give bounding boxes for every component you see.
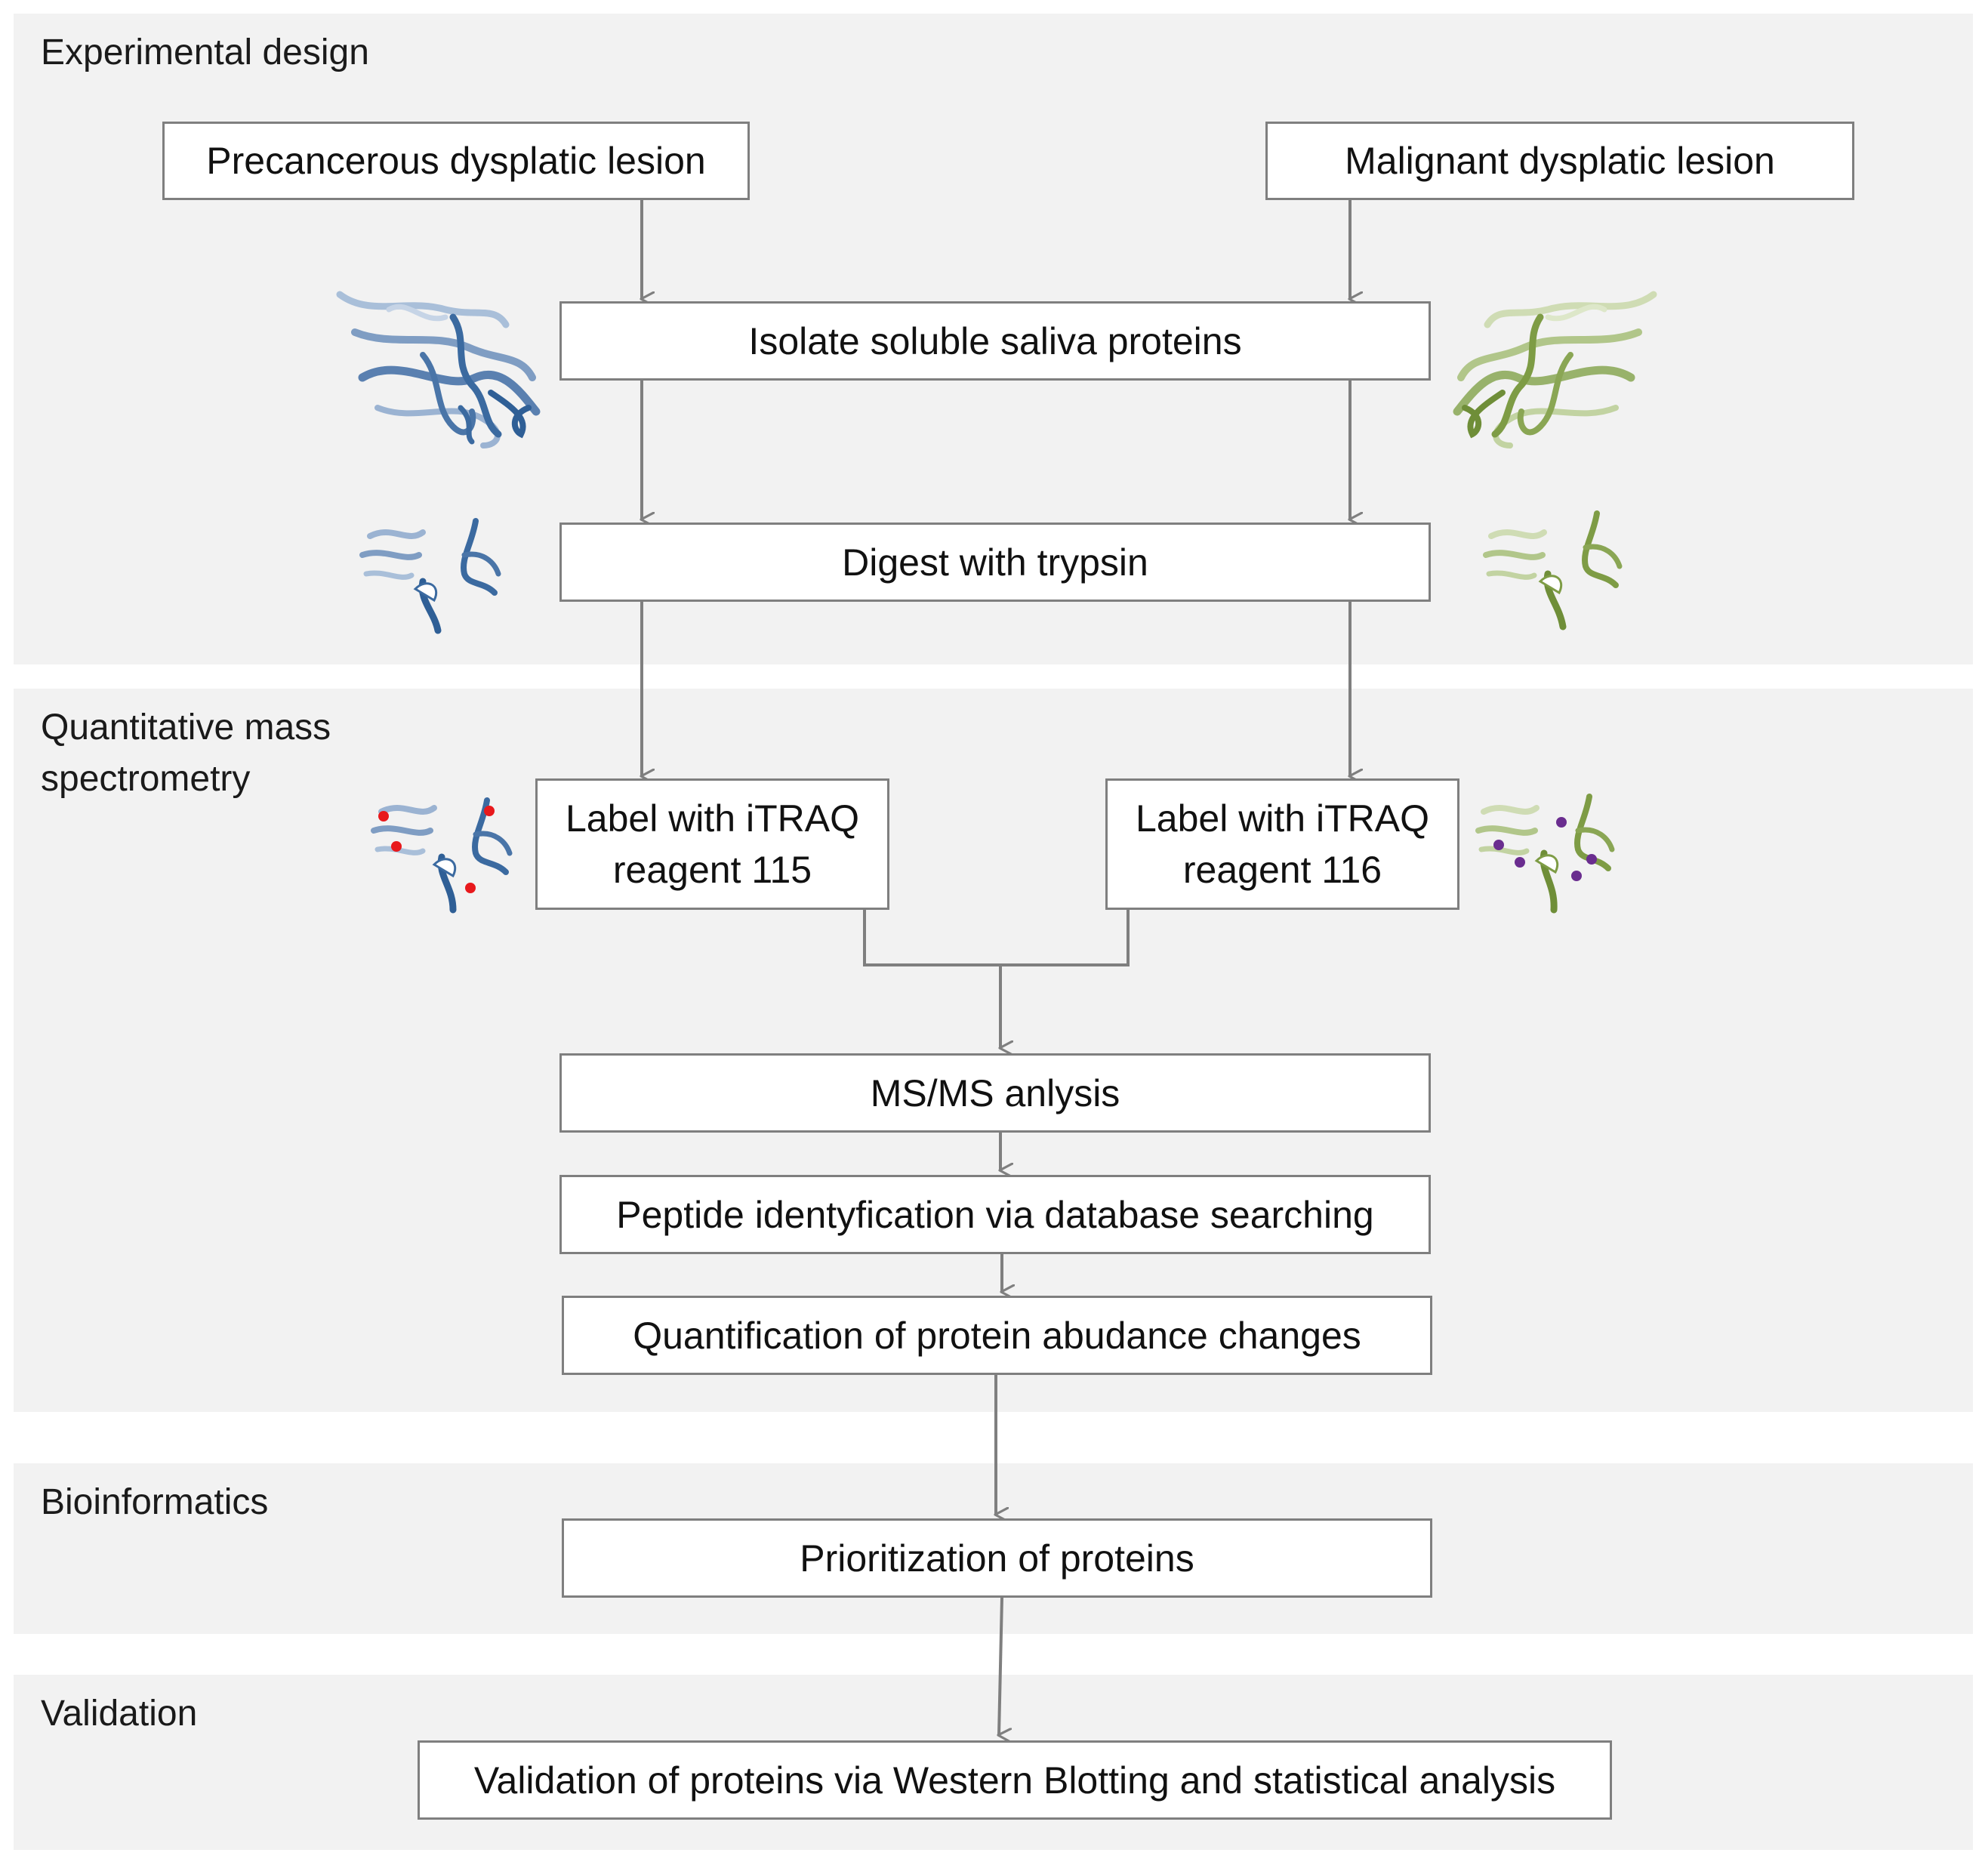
box-quantification: Quantification of protein abudance chang… bbox=[562, 1296, 1432, 1375]
labeled-peptides-115-icon bbox=[371, 797, 513, 914]
arrow-prioritization-to-validation bbox=[999, 1597, 1002, 1735]
box-msms-analysis: MS/MS anlysis bbox=[559, 1053, 1431, 1133]
section-title-bioinformatics: Bioinformatics bbox=[41, 1482, 269, 1522]
section-title-quantitative-ms: Quantitative mass spectrometry bbox=[41, 707, 331, 799]
section-title-experimental-design: Experimental design bbox=[41, 32, 369, 72]
box-prioritization: Prioritization of proteins bbox=[562, 1518, 1432, 1598]
box-isolate-saliva-proteins: Isolate soluble saliva proteins bbox=[559, 301, 1431, 381]
malignant-protein-structure-icon bbox=[1453, 291, 1657, 449]
section-quantitative-ms bbox=[14, 689, 1973, 1412]
box-precancerous-lesion: Precancerous dysplatic lesion bbox=[162, 122, 750, 200]
merge-bracket bbox=[863, 910, 1130, 966]
labeled-peptides-116-icon bbox=[1475, 794, 1615, 914]
box-label-itraq-115: Label with iTRAQ reagent 115 bbox=[535, 778, 889, 910]
box-label-itraq-116: Label with iTRAQ reagent 116 bbox=[1105, 778, 1459, 910]
box-peptide-identification: Peptide identyfication via database sear… bbox=[559, 1175, 1431, 1254]
malignant-peptide-fragments-icon bbox=[1483, 510, 1623, 630]
precancerous-protein-structure-icon bbox=[336, 291, 541, 449]
box-validation-western-blotting: Validation of proteins via Western Blott… bbox=[418, 1740, 1612, 1820]
label-115-dots bbox=[378, 806, 495, 893]
precancerous-peptide-fragments-icon bbox=[359, 518, 501, 634]
section-title-validation: Validation bbox=[41, 1694, 198, 1734]
box-digest-trypsin: Digest with trypsin bbox=[559, 523, 1431, 602]
box-malignant-lesion: Malignant dysplatic lesion bbox=[1265, 122, 1854, 200]
label-116-dots bbox=[1493, 817, 1597, 881]
